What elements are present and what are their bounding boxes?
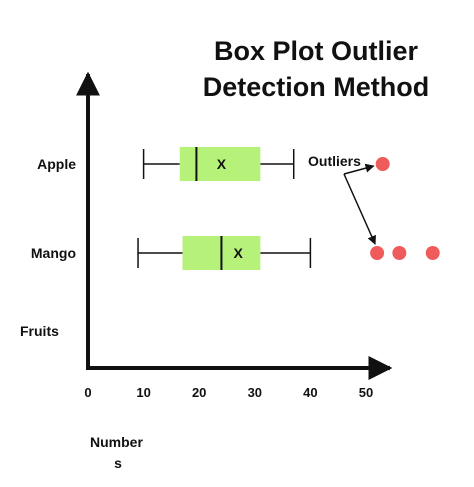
x-tick-label: 20	[192, 385, 206, 400]
box-series: XX	[137, 147, 312, 270]
chart-title-line-1: Box Plot Outlier	[214, 36, 419, 66]
outlier-point	[425, 246, 440, 260]
mean-marker: X	[233, 245, 243, 261]
y-axis-label: Fruits	[20, 323, 59, 339]
x-tick-label: 50	[359, 385, 373, 400]
outliers-annotation-label: Outliers	[308, 153, 361, 169]
mean-marker: X	[217, 156, 227, 172]
x-tick-label: 40	[303, 385, 317, 400]
box-plot-apple: X	[142, 147, 295, 181]
annotation-arrow	[343, 173, 376, 245]
iqr-box	[179, 147, 261, 181]
x-tick-label: 0	[84, 385, 91, 400]
chart-title-line-2: Detection Method	[203, 72, 430, 102]
x-tick-label: 30	[248, 385, 262, 400]
x-axis-label-line-2: s	[114, 455, 122, 471]
outlier-point	[370, 246, 385, 260]
outlier-point	[392, 246, 407, 260]
outlier-point	[375, 157, 390, 171]
outlier-points	[370, 157, 440, 260]
x-axis-label-line-1: Number	[90, 434, 143, 450]
category-label: Apple	[37, 156, 76, 172]
x-tick-labels: 0 10 20 30 40 50	[84, 385, 373, 400]
x-tick-label: 10	[136, 385, 150, 400]
category-label: Mango	[31, 245, 76, 261]
annotation-arrow	[343, 163, 375, 175]
outliers-annotation-arrows	[343, 163, 376, 245]
box-plot-mango: X	[137, 236, 312, 270]
